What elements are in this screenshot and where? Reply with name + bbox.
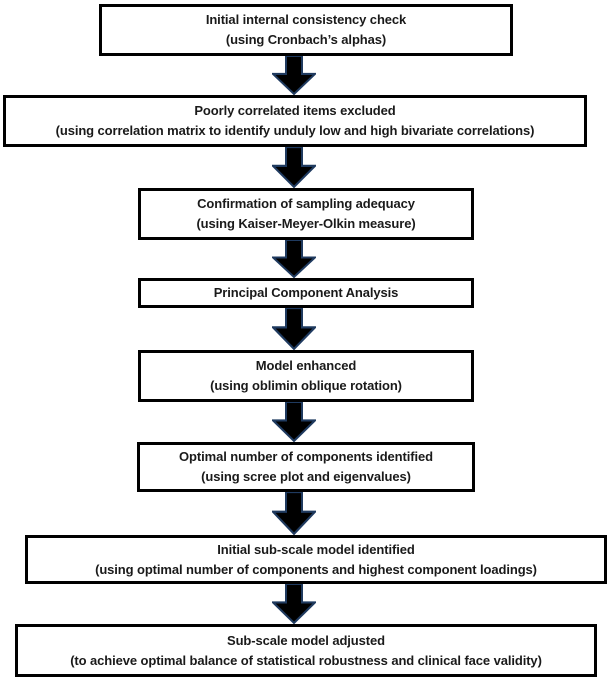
down-arrow-icon (272, 56, 316, 95)
step-title: Initial sub-scale model identified (217, 541, 415, 557)
down-arrow-icon (272, 402, 316, 442)
step-title: Confirmation of sampling adequacy (197, 196, 415, 211)
step-title: Poorly correlated items excluded (194, 103, 396, 118)
step-title: Model enhanced (255, 358, 357, 373)
step-title: Optimal number of components identified (179, 449, 433, 464)
step-subtitle: (using scree plot and eigenvalues) (201, 469, 411, 484)
down-arrow-icon (272, 584, 316, 624)
step-title: Sub-scale model adjusted (227, 632, 385, 648)
down-arrow-icon (272, 147, 316, 188)
step-title: Initial internal consistency check (205, 12, 407, 27)
flow-step-sampling-adequacy: Confirmation of sampling adequacy (using… (138, 188, 474, 240)
flow-step-items-excluded: Poorly correlated items excluded (using … (3, 95, 587, 147)
down-arrow-icon (272, 308, 316, 350)
step-subtitle: (using Kaiser-Meyer-Olkin measure) (196, 216, 416, 231)
down-arrow-icon (272, 240, 316, 278)
step-title: Principal Component Analysis (213, 285, 399, 300)
flow-step-initial-consistency-check: Initial internal consistency check (usin… (99, 4, 513, 56)
flow-step-subscale-model-adjusted: Sub-scale model adjusted (to achieve opt… (15, 624, 597, 677)
down-arrow-icon (272, 492, 316, 535)
flow-step-model-enhanced: Model enhanced (using oblimin oblique ro… (138, 350, 474, 402)
step-subtitle: (to achieve optimal balance of statistic… (70, 652, 542, 668)
step-subtitle: (using oblimin oblique rotation) (210, 378, 402, 393)
flow-step-initial-subscale-model: Initial sub-scale model identified (usin… (25, 535, 607, 584)
step-subtitle: (using optimal number of components and … (95, 561, 537, 577)
flow-step-optimal-components: Optimal number of components identified … (137, 442, 475, 492)
flow-step-principal-component-analysis: Principal Component Analysis (138, 278, 474, 308)
step-subtitle: (using correlation matrix to identify un… (55, 123, 535, 138)
step-subtitle: (using Cronbach’s alphas) (225, 32, 387, 47)
